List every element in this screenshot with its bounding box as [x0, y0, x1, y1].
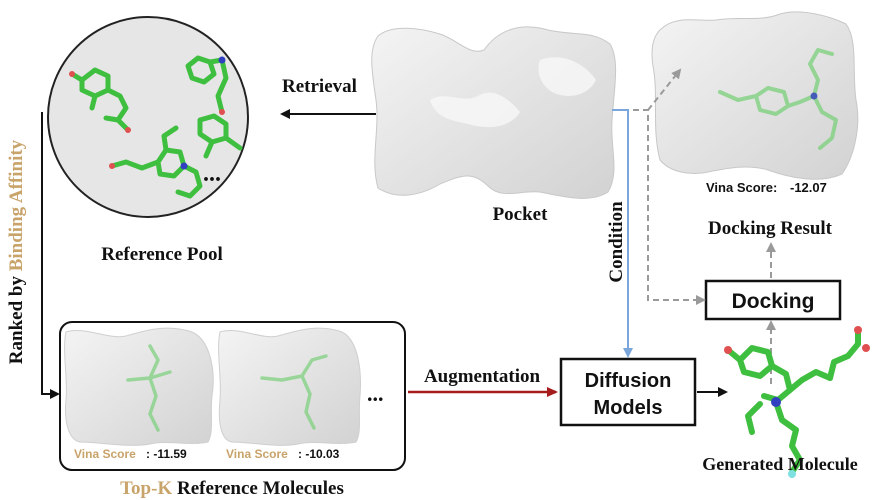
pocket-label: Pocket [493, 204, 549, 225]
ref-2-score-value: : -10.03 [298, 447, 340, 461]
top-k-emphasis: Top-K [120, 478, 172, 499]
docking-result-label: Docking Result [708, 218, 833, 239]
oxygen-atom [724, 346, 732, 354]
reference-pool-label: Reference Pool [101, 244, 223, 265]
diffusion-models-box [559, 357, 697, 427]
nitrogen-atom [218, 56, 226, 64]
nitrogen-atom [180, 162, 188, 170]
docked-molecule [718, 48, 838, 150]
oxygen-atom [854, 326, 862, 334]
reference-molecule-2 [218, 327, 361, 446]
ranked-by-prefix: Ranked by [6, 271, 27, 364]
docking-box [704, 279, 842, 321]
condition-arrow [612, 109, 633, 358]
pocket-to-result-arrow [647, 68, 682, 111]
oxygen-atom [69, 71, 75, 77]
ref-2-score-label: Vina Score [226, 447, 288, 461]
retrieval-label: Retrieval [282, 76, 357, 97]
nitrogen-atom [771, 397, 781, 407]
pocket-surface [371, 26, 617, 199]
ranking-arrow [41, 112, 60, 399]
diffusion-line-2: Models [594, 397, 663, 419]
generated-molecule [725, 327, 861, 475]
top-k-suffix: Reference Molecules [172, 478, 344, 499]
condition-label: Condition [606, 201, 627, 283]
oxygen-atom [219, 109, 225, 115]
oxygen-atom [109, 163, 115, 169]
generated-molecule-label: Generated Molecule [702, 454, 857, 474]
oxygen-atom [862, 344, 870, 352]
oxygen-atom [125, 127, 131, 133]
diffusion-line-1: Diffusion [585, 370, 672, 392]
reference-pool-circle [47, 16, 249, 218]
ranked-by-emphasis: Binding Affinity [6, 139, 27, 271]
pocket-to-docking-arrow [633, 109, 706, 305]
pool-ellipsis: ... [203, 161, 221, 187]
docking-box-label: Docking [732, 290, 815, 313]
docking-score-value: -12.07 [790, 180, 827, 195]
reference-pool: ... [47, 16, 249, 218]
ranked-by-label: Ranked by Binding Affinity [6, 139, 27, 364]
ref-1-score-value: : -11.59 [146, 447, 187, 461]
nitrogen-atom [810, 92, 818, 100]
fluorine-atom [788, 470, 796, 478]
augmentation-label: Augmentation [424, 366, 541, 387]
reference-molecule-1 [64, 327, 214, 446]
pool-molecule-2 [185, 55, 243, 159]
docking-score-label: Vina Score: [706, 180, 777, 195]
top-k-label: Top-K Reference Molecules [120, 478, 344, 499]
pool-molecule-1 [69, 67, 131, 133]
top-k-ellipsis: ... [367, 381, 384, 406]
ref-1-score-label: Vina Score [74, 447, 136, 461]
